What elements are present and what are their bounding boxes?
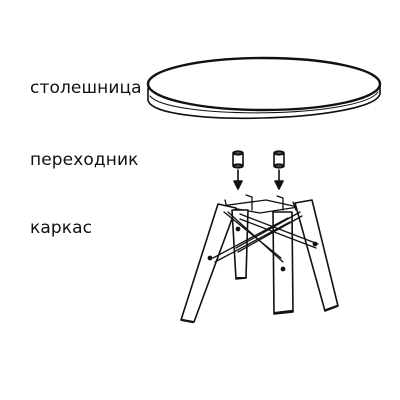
adapter-label: переходник xyxy=(30,150,139,170)
tabletop-label: столешница xyxy=(30,78,142,98)
tabletop-icon xyxy=(146,56,382,119)
adapter-right-icon xyxy=(273,150,285,169)
arrow-down-right-icon xyxy=(274,169,284,190)
frame-icon xyxy=(180,194,339,324)
adapter-left-icon xyxy=(232,150,244,169)
arrow-down-left-icon xyxy=(233,169,243,190)
frame-label: каркас xyxy=(30,218,93,238)
